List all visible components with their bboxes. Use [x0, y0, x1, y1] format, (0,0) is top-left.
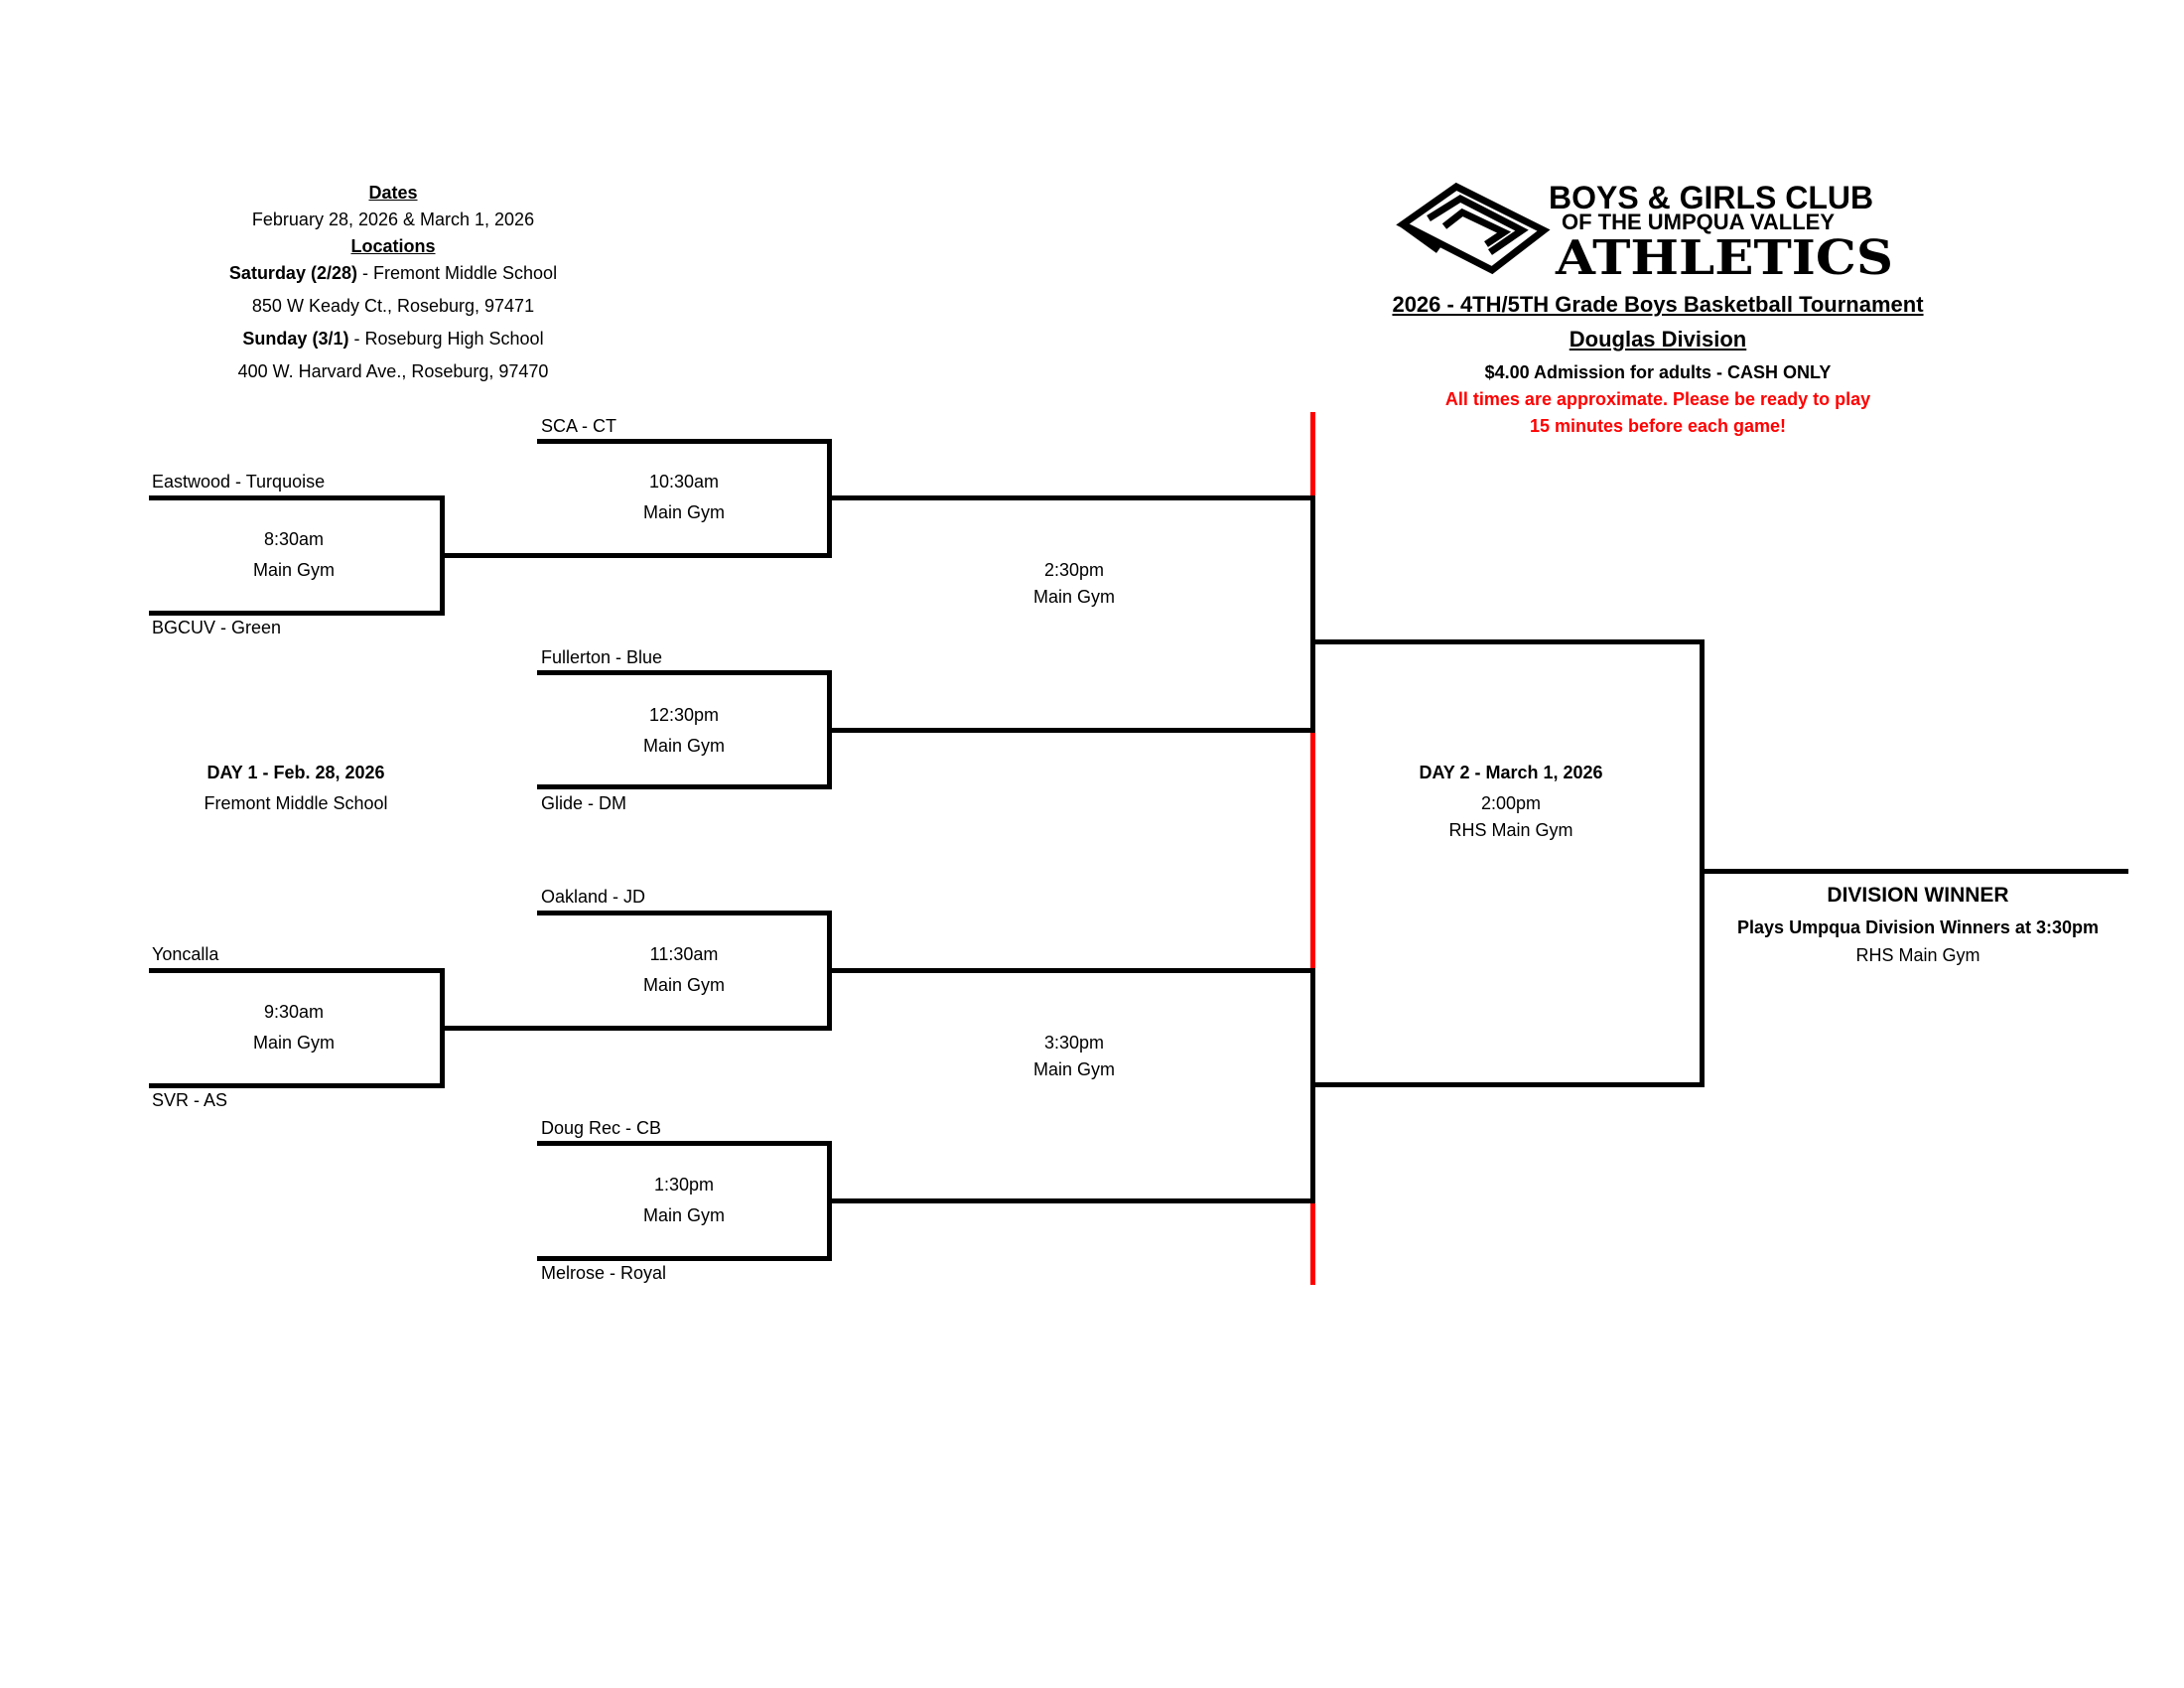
division-winner-title: DIVISION WINNER: [1827, 884, 2009, 907]
r2-g2-top-team: Fullerton - Blue: [541, 647, 663, 667]
final-bottom-line: [1310, 1082, 1705, 1087]
r2-g1-time: 10:30am: [648, 472, 720, 492]
r2-g2-venue: Main Gym: [642, 736, 726, 756]
tournament-title: 2026 - 4TH/5TH Grade Boys Basketball Tou…: [1392, 292, 1924, 317]
r1-a-bottom-line: [149, 611, 445, 616]
r2-g4-bottom-team: Melrose - Royal: [541, 1263, 667, 1283]
r1-a-bottom-team: BGCUV - Green: [152, 618, 282, 637]
day-2-time: 2:00pm: [1480, 793, 1542, 813]
dates-value: February 28, 2026 & March 1, 2026: [251, 210, 535, 229]
r1-b-top-line: [149, 968, 445, 973]
r1-b-advance-line: [440, 1026, 832, 1031]
r1-a-top-line: [149, 495, 445, 500]
r2-g2-time: 12:30pm: [648, 705, 720, 725]
day-divider-segment-1: [1310, 412, 1315, 495]
r2-g1-top-line: [537, 439, 832, 444]
division-winner-note: Plays Umpqua Division Winners at 3:30pm: [1737, 917, 2099, 937]
r2-g3-top-team: Oakland - JD: [541, 887, 646, 907]
r2-g2-top-line: [537, 670, 832, 675]
semi-2-venue: Main Gym: [1032, 1059, 1116, 1079]
semi-2-time: 3:30pm: [1043, 1033, 1105, 1053]
day-2-location: RHS Main Gym: [1448, 820, 1573, 840]
r1-a-advance-line: [440, 553, 832, 558]
r2-g3-top-line: [537, 911, 832, 915]
final-connector: [1700, 639, 1705, 1087]
division-title: Douglas Division: [1569, 327, 1747, 352]
sunday-place: - Roseburg High School: [348, 329, 544, 349]
r2-g4-venue: Main Gym: [642, 1205, 726, 1225]
sunday-address: 400 W. Harvard Ave., Roseburg, 97470: [237, 361, 549, 381]
timing-note-line-2: 15 minutes before each game!: [1529, 416, 1787, 436]
r1-b-time: 9:30am: [263, 1002, 325, 1022]
winner-line: [1700, 869, 2128, 874]
r2-g1-venue: Main Gym: [642, 502, 726, 522]
logo-line-1: BOYS & GIRLS CLUB: [1549, 180, 1873, 215]
day-divider-segment-3: [1310, 1203, 1315, 1285]
day-divider-segment-2: [1310, 733, 1315, 968]
dates-heading: Dates: [368, 183, 418, 203]
logo-line-3: ATHLETICS: [1555, 230, 1893, 278]
day-1-location: Fremont Middle School: [204, 793, 388, 813]
r2-g3-advance-line: [827, 968, 1315, 973]
sunday-location: Sunday (3/1) - Roseburg High School: [242, 328, 543, 350]
final-top-line: [1310, 639, 1705, 644]
r2-g4-bottom-line: [537, 1256, 832, 1261]
semi-1-time: 2:30pm: [1043, 560, 1105, 580]
r1-b-bottom-team: SVR - AS: [152, 1090, 228, 1110]
r2-g3-venue: Main Gym: [642, 975, 726, 995]
saturday-place: - Fremont Middle School: [356, 263, 558, 283]
saturday-label: Saturday (2/28): [228, 263, 357, 283]
r1-b-bottom-line: [149, 1083, 445, 1088]
r2-g4-time: 1:30pm: [653, 1175, 715, 1195]
semi-1-connector: [1310, 495, 1315, 733]
logo-line-2: OF THE UMPQUA VALLEY: [1562, 210, 1835, 234]
semi-1-venue: Main Gym: [1032, 587, 1116, 607]
r2-g2-bottom-team: Glide - DM: [541, 793, 627, 813]
division-winner-location: RHS Main Gym: [1855, 945, 1980, 965]
locations-heading: Locations: [350, 236, 436, 256]
r2-g4-advance-line: [827, 1198, 1315, 1203]
r1-b-venue: Main Gym: [252, 1033, 336, 1053]
r2-g2-advance-line: [827, 728, 1315, 733]
r1-a-venue: Main Gym: [252, 560, 336, 580]
r2-g2-bottom-line: [537, 784, 832, 789]
bgc-athletics-logo: BOYS & GIRLS CLUB OF THE UMPQUA VALLEY A…: [1396, 180, 1893, 278]
r1-b-top-team: Yoncalla: [152, 944, 219, 964]
r1-a-top-team: Eastwood - Turquoise: [152, 472, 326, 492]
timing-note-line-1: All times are approximate. Please be rea…: [1444, 389, 1871, 409]
sunday-label: Sunday (3/1): [242, 329, 349, 349]
day-2-label: DAY 2 - March 1, 2026: [1419, 763, 1603, 782]
r1-a-time: 8:30am: [263, 529, 325, 549]
r2-g1-top-team: SCA - CT: [541, 416, 617, 436]
admission-note: $4.00 Admission for adults - CASH ONLY: [1484, 362, 1832, 382]
r2-g3-time: 11:30am: [649, 944, 719, 964]
r2-g1-advance-line: [827, 495, 1315, 500]
saturday-address: 850 W Keady Ct., Roseburg, 97471: [251, 296, 535, 316]
club-emblem-icon: [1396, 182, 1551, 275]
saturday-location: Saturday (2/28) - Fremont Middle School: [229, 262, 557, 284]
r2-g4-top-team: Doug Rec - CB: [541, 1118, 662, 1138]
r2-g4-top-line: [537, 1141, 832, 1146]
day-1-label: DAY 1 - Feb. 28, 2026: [206, 763, 385, 782]
